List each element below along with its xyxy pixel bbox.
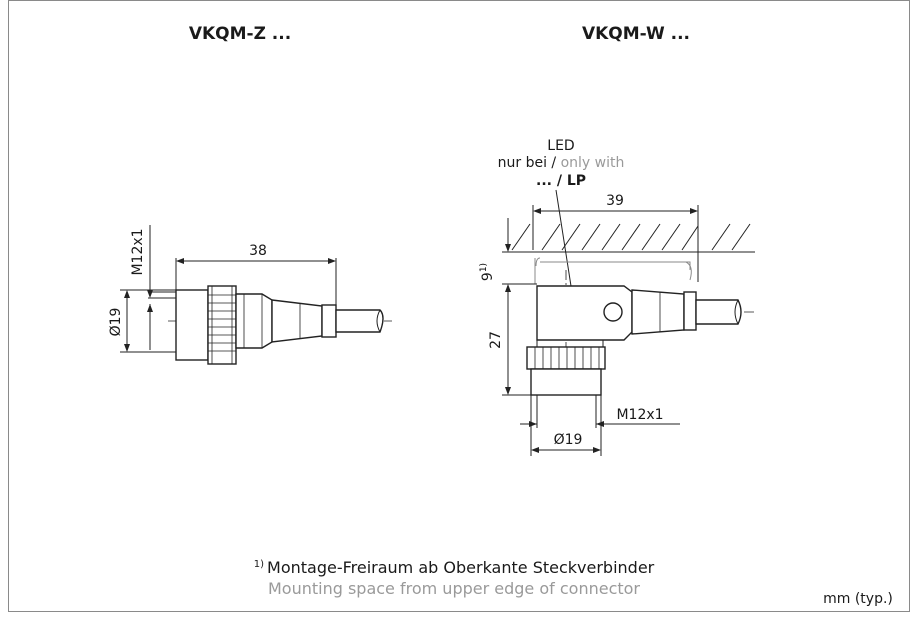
left-length-dimension: 38 (175, 243, 337, 305)
unit-note: mm (typ.) (823, 591, 893, 607)
angled-cable (695, 299, 742, 325)
left-vertical-dimensions: M12x1 Ø19 (108, 225, 176, 353)
clearance-dim: 91) (479, 263, 496, 281)
mounting-wall-hatch (508, 223, 755, 253)
led-label: LED (547, 138, 574, 154)
angled-strain-relief (631, 289, 685, 335)
right-length-dimension: 39 (532, 193, 699, 282)
footnote-text-de: Montage-Freiraum ab Oberkante Steckverbi… (267, 558, 655, 577)
led-window (603, 302, 623, 322)
right-view-title: VKQM-W ... (582, 24, 690, 44)
led-note-de: nur bei (498, 155, 547, 171)
right-dim-diameter: Ø19 (554, 432, 583, 448)
strain-relief (271, 299, 323, 343)
footnote-marker: 1) (254, 559, 264, 570)
led-note-sep: / (547, 155, 561, 171)
left-view-title: VKQM-Z ... (189, 24, 291, 44)
left-dim-length: 38 (249, 243, 267, 259)
right-vertical-dimensions: 91) 27 (479, 218, 537, 396)
right-dim-length: 39 (606, 193, 624, 209)
right-dim-thread: M12x1 (616, 407, 663, 423)
right-dim-clearance-note: 1) (479, 263, 489, 272)
led-variant: ... / LP (536, 173, 586, 189)
mounting-space-outline (534, 257, 692, 284)
angled-connector-drawing (526, 270, 755, 396)
front-face (175, 289, 209, 361)
footnote-de: 1)Montage-Freiraum ab Oberkante Steckver… (254, 558, 655, 577)
footnote-text-en: Mounting space from upper edge of connec… (268, 579, 640, 598)
led-note: nur bei / only with (498, 155, 625, 171)
cable (335, 309, 384, 333)
left-dim-thread: M12x1 (130, 228, 146, 275)
right-dim-height: 27 (488, 331, 504, 349)
angled-knurled-nut (526, 346, 606, 370)
right-bottom-dimensions: M12x1 Ø19 (520, 395, 680, 456)
left-dim-diameter: Ø19 (108, 308, 124, 337)
drawing-frame (8, 0, 910, 612)
connector-body (235, 293, 273, 349)
straight-connector-drawing (168, 285, 392, 365)
angled-front-face (530, 368, 602, 396)
led-note-en: only with (561, 155, 625, 171)
led-annotation: LED nur bei / only with ... / LP (498, 138, 625, 287)
right-dim-clearance: 9 (480, 272, 496, 281)
